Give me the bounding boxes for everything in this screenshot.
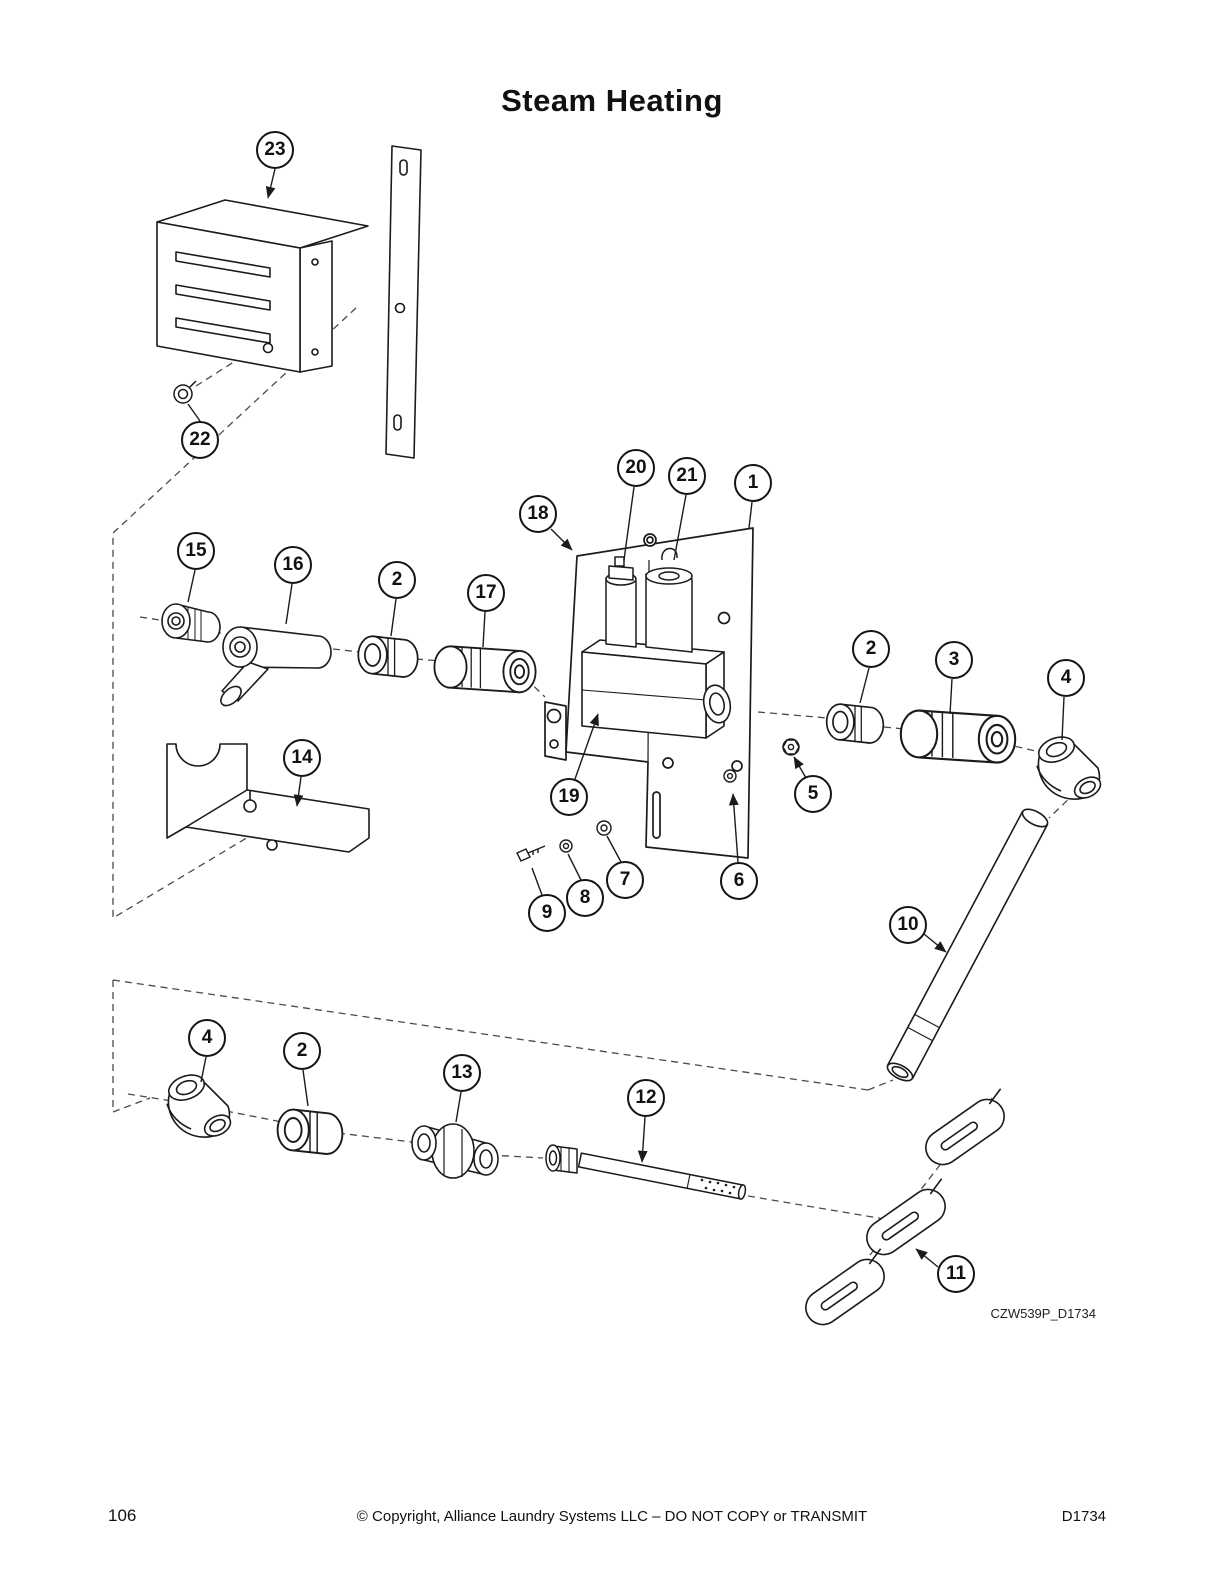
part-16-y-strainer (220, 626, 332, 707)
callout-6: 6 (720, 862, 758, 900)
callout-8: 8 (566, 879, 604, 917)
dashed-guide-lines (112, 307, 1077, 1323)
callout-4: 4 (188, 1019, 226, 1057)
part-20-solenoid (605, 556, 637, 648)
callout-21: 21 (668, 457, 706, 495)
part-23-shield-bracket (156, 145, 422, 459)
callout-7: 7 (606, 861, 644, 899)
part-8-lockwasher (559, 839, 573, 853)
part-12-spreader-tube (545, 1144, 747, 1200)
part-5-screw (782, 738, 800, 756)
part-22-screw (173, 380, 197, 404)
callout-4: 4 (1047, 659, 1085, 697)
callout-5: 5 (794, 775, 832, 813)
callout-16: 16 (274, 546, 312, 584)
callout-18: 18 (519, 495, 557, 533)
callout-14: 14 (283, 739, 321, 777)
callout-13: 13 (443, 1054, 481, 1092)
callout-12: 12 (627, 1079, 665, 1117)
page-title: Steam Heating (501, 82, 723, 118)
callout-19: 19 (550, 778, 588, 816)
part-6-stud (723, 769, 737, 783)
part-7-washer (596, 820, 612, 836)
callout-1: 1 (734, 464, 772, 502)
part-13-union-nut (411, 1123, 499, 1179)
part-10-pipe (886, 808, 1049, 1082)
part-14-bracket (166, 743, 370, 853)
callout-2: 2 (378, 561, 416, 599)
part-21-coil (645, 547, 693, 653)
callout-2: 2 (283, 1032, 321, 1070)
callout-17: 17 (467, 574, 505, 612)
copyright-notice: © Copyright, Alliance Laundry Systems LL… (356, 1508, 868, 1525)
callout-9: 9 (528, 894, 566, 932)
part-9-screw (516, 845, 546, 862)
callout-3: 3 (935, 641, 973, 679)
part-19-steam-valve (581, 639, 732, 739)
callout-22: 22 (181, 421, 219, 459)
callout-15: 15 (177, 532, 215, 570)
callout-20: 20 (617, 449, 655, 487)
doc-code: D1734 (1061, 1508, 1106, 1525)
callout-leader-lines (187, 168, 1065, 1268)
callout-2: 2 (852, 630, 890, 668)
figure-code: CZW539P_D1734 (990, 1306, 1097, 1321)
page-footer: 106 © Copyright, Alliance Laundry System… (0, 1506, 1224, 1532)
page-number: 106 (108, 1506, 137, 1525)
callout-10: 10 (889, 906, 927, 944)
callout-11: 11 (937, 1255, 975, 1293)
callout-23: 23 (256, 131, 294, 169)
part-15-nipple (161, 603, 221, 643)
